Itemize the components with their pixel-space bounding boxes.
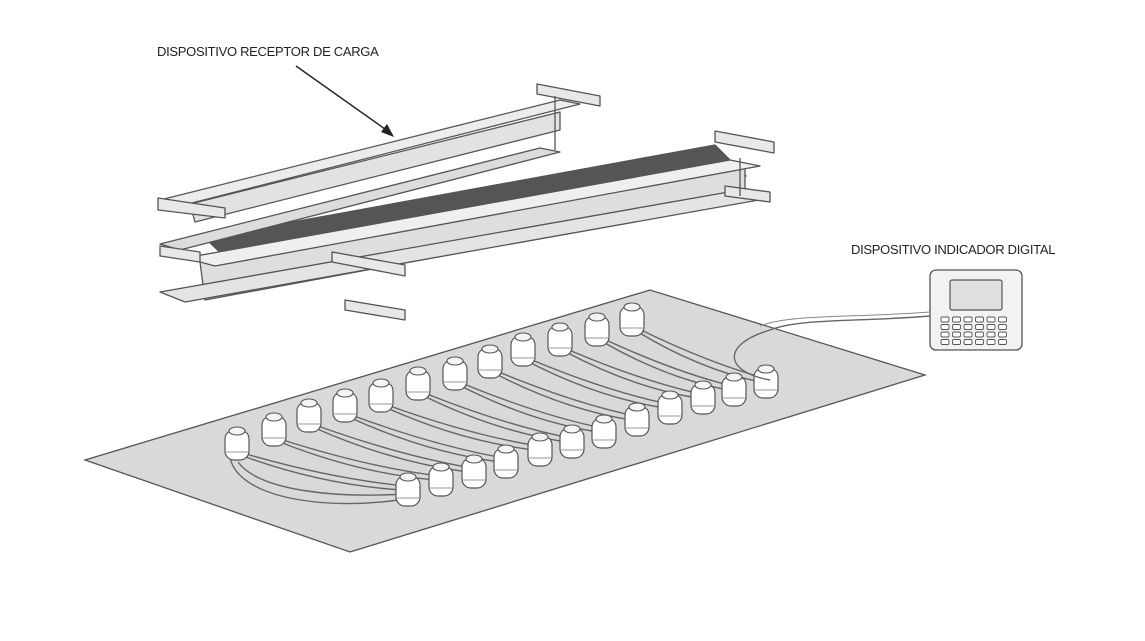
front-beam-foot-right xyxy=(724,185,771,203)
load-cell-cable xyxy=(317,425,473,469)
keypad-key xyxy=(940,316,950,323)
load-cell-cable xyxy=(605,339,733,387)
load-cell-front-8 xyxy=(624,402,650,437)
load-receiving-device xyxy=(157,83,775,321)
keypad-key xyxy=(963,316,973,323)
keypad-key xyxy=(998,331,1007,338)
load-cell-cable xyxy=(568,349,702,395)
load-cell-cable xyxy=(353,415,505,459)
load-cell-cable xyxy=(463,383,603,429)
load-cell-cable xyxy=(237,461,405,496)
load-cell-cable xyxy=(242,455,403,491)
digital-indicator xyxy=(929,269,1023,351)
keypad-key xyxy=(963,339,973,345)
load-cell-back-11 xyxy=(584,312,610,347)
keypad-key xyxy=(986,324,996,330)
load-cell-front-1 xyxy=(395,472,421,507)
front-beam-foot-left xyxy=(159,245,201,263)
load-cell-cable xyxy=(637,331,761,383)
keypad-key xyxy=(940,331,950,338)
load-cell-cable xyxy=(426,393,571,439)
keypad-key xyxy=(963,331,973,338)
indicator-display xyxy=(949,279,1003,311)
back-beam-end-plate-right xyxy=(536,83,601,107)
load-cell-front-6 xyxy=(559,424,585,459)
load-cell-cable xyxy=(498,371,636,417)
load-cell-back-5 xyxy=(368,378,394,413)
indicator-cable xyxy=(733,315,931,381)
load-cell-back-4 xyxy=(332,388,358,423)
keypad-key xyxy=(986,331,996,338)
load-cell-front-12 xyxy=(753,364,779,399)
back-beam-end-plate-left xyxy=(157,197,226,219)
load-cell-back-7 xyxy=(442,356,468,391)
indicator-keypad xyxy=(940,316,1007,345)
load-receiver-label: DISPOSITIVO RECEPTOR DE CARGA xyxy=(157,44,379,59)
indicator-cable-outer xyxy=(759,311,931,327)
keypad-key xyxy=(952,331,961,338)
load-cell-cable xyxy=(245,453,407,487)
load-cell-group xyxy=(224,302,779,507)
load-cell-front-11 xyxy=(721,372,747,407)
keypad-key xyxy=(998,324,1007,330)
load-cell-cable xyxy=(386,407,535,451)
front-beam-flange-top xyxy=(184,159,761,267)
load-cell-cable xyxy=(282,439,440,477)
load-cell-cable xyxy=(495,373,632,421)
load-cell-cable xyxy=(531,359,669,405)
load-cell-back-12 xyxy=(619,302,645,337)
load-cell-cable xyxy=(460,385,599,433)
load-cell-cable xyxy=(229,457,399,505)
load-cell-front-7 xyxy=(591,414,617,449)
keypad-key xyxy=(952,339,961,345)
keypad-key xyxy=(986,339,996,345)
load-cell-back-9 xyxy=(510,332,536,367)
load-cell-front-2 xyxy=(428,462,454,497)
load-cell-front-4 xyxy=(493,444,519,479)
load-cell-cable xyxy=(528,361,665,409)
keypad-key xyxy=(975,316,984,323)
load-cell-cable xyxy=(565,351,698,399)
load-cell-front-10 xyxy=(690,380,716,415)
load-cell-front-9 xyxy=(657,390,683,425)
front-beam-end-plate-left xyxy=(331,251,406,277)
load-cell-cable xyxy=(350,417,501,463)
load-cell-cable xyxy=(389,405,539,447)
keypad-key xyxy=(952,316,961,323)
load-cell-back-2 xyxy=(261,412,287,447)
keypad-key xyxy=(940,324,950,330)
load-cell-cable xyxy=(602,341,729,391)
keypad-key xyxy=(986,316,996,323)
keypad-key xyxy=(998,339,1007,345)
front-beam-end-plate-right xyxy=(714,130,775,154)
back-beam-web xyxy=(189,111,561,223)
keypad-key xyxy=(998,316,1007,323)
keypad-key xyxy=(975,339,984,345)
keypad-key xyxy=(963,324,973,330)
load-cell-back-1 xyxy=(224,426,250,461)
load-cell-back-3 xyxy=(296,398,322,433)
front-beam-foot-mid xyxy=(344,299,406,321)
load-receiver-arrowhead xyxy=(381,124,394,137)
digital-indicator-label: DISPOSITIVO INDICADOR DIGITAL xyxy=(851,242,1055,257)
load-cell-back-6 xyxy=(405,366,431,401)
load-cell-front-5 xyxy=(527,432,553,467)
load-cell-front-3 xyxy=(461,454,487,489)
keypad-key xyxy=(975,331,984,338)
load-cell-back-10 xyxy=(547,322,573,357)
keypad-key xyxy=(952,324,961,330)
keypad-key xyxy=(975,324,984,330)
load-cell-back-8 xyxy=(477,344,503,379)
keypad-key xyxy=(940,339,950,345)
load-receiver-arrow xyxy=(295,65,393,135)
